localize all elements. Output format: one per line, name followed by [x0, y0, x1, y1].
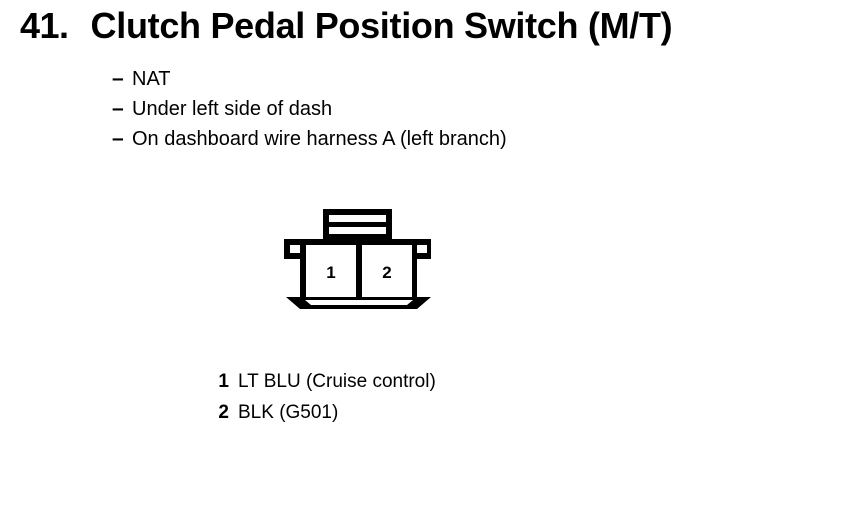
- cavity-label-1: 1: [326, 263, 335, 282]
- spec-text: On dashboard wire harness A (left branch…: [132, 128, 507, 150]
- spec-list: – NAT – Under left side of dash – On das…: [112, 64, 507, 154]
- pin-description: LT BLU (Cruise control): [238, 371, 436, 392]
- pin-legend-row: 2 BLK (G501): [205, 397, 436, 428]
- latch-tab-icon: [323, 209, 392, 241]
- spec-list-item: – NAT: [112, 64, 507, 94]
- cavity-label-2: 2: [382, 263, 391, 282]
- connector-body: [284, 239, 431, 309]
- component-number: 41.: [20, 5, 69, 46]
- pin-legend: 1 LT BLU (Cruise control) 2 BLK (G501): [205, 366, 436, 428]
- connector-face-drawing: 1 2: [284, 209, 431, 309]
- pin-description: BLK (G501): [238, 402, 339, 423]
- pin-number: 2: [218, 402, 229, 423]
- component-title: Clutch Pedal Position Switch (M/T): [90, 5, 673, 46]
- dash-icon: –: [112, 127, 124, 150]
- connector-diagram: 1 2: [280, 205, 452, 317]
- pin-number: 1: [218, 371, 229, 392]
- page-title: 41. Clutch Pedal Position Switch (M/T): [20, 5, 673, 46]
- spec-text: Under left side of dash: [132, 98, 333, 120]
- spec-text: NAT: [132, 68, 171, 90]
- spec-list-item: – On dashboard wire harness A (left bran…: [112, 124, 507, 154]
- dash-icon: –: [112, 97, 124, 120]
- spec-list-item: – Under left side of dash: [112, 94, 507, 124]
- pin-legend-row: 1 LT BLU (Cruise control): [205, 366, 436, 397]
- dash-icon: –: [112, 67, 124, 90]
